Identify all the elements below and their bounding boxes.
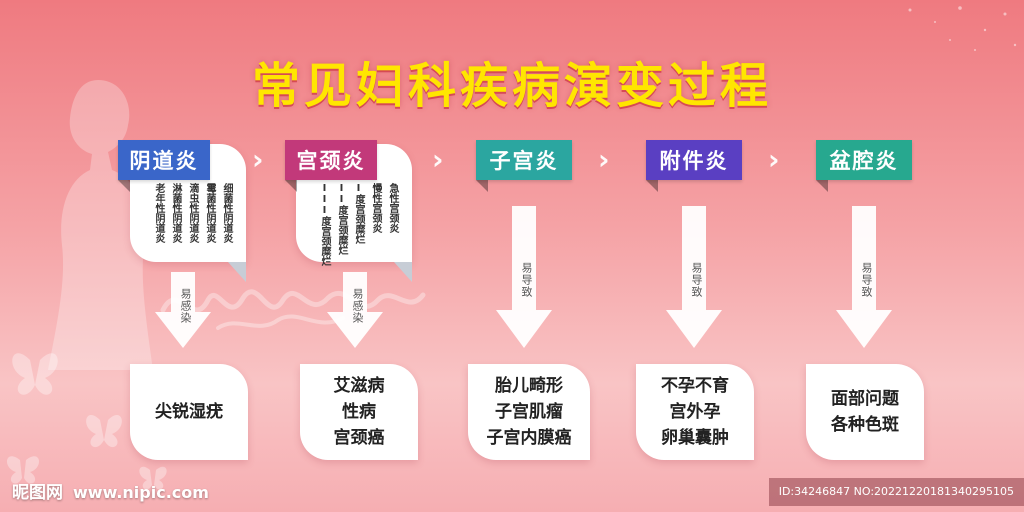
result-item: 胎儿畸形 — [495, 376, 563, 396]
subtype-item: 慢性宫颈炎 — [370, 183, 381, 233]
tag-fold — [816, 180, 828, 192]
tag-fold — [646, 180, 658, 192]
down-arrow-icon — [836, 206, 892, 348]
subtype-item: II度宫颈糜烂 — [336, 183, 347, 255]
page-title: 常见妇科疾病演变过程 — [251, 58, 772, 114]
tag-pelvic-inflammation: 盆腔炎 — [816, 140, 912, 192]
subtype-item: 老年性阴道炎 — [153, 183, 164, 243]
result-item: 宫外孕 — [669, 402, 721, 422]
result-item: 子宫肌瘤 — [495, 402, 563, 422]
result-card-endometritis: 胎儿畸形 子宫肌瘤 子宫内膜癌 — [468, 364, 590, 460]
tag-vaginitis: 阴道炎 — [118, 140, 210, 192]
butterflies-decoration — [6, 353, 167, 490]
subtype-item: 淋菌性阴道炎 — [170, 183, 181, 243]
result-item: 性病 — [342, 402, 376, 422]
card-fold-corner — [394, 262, 412, 282]
result-item: 尖锐湿疣 — [155, 402, 223, 422]
arrow-label: 易导致 — [690, 262, 703, 298]
image-id-watermark: ID:34246847 NO:20221220181340295105 — [768, 478, 1024, 506]
subtype-item: I度宫颈糜烂 — [353, 183, 364, 244]
sparkle-decoration — [908, 6, 1017, 51]
tag-fold — [285, 180, 297, 192]
result-item: 子宫内膜癌 — [486, 428, 572, 448]
tag-label: 宫颈炎 — [296, 149, 366, 173]
result-card-vaginitis: 尖锐湿疣 — [130, 364, 248, 460]
subtype-item: 急性宫颈炎 — [387, 183, 398, 233]
result-item: 面部问题 — [831, 389, 899, 409]
site-name: 昵图网 — [12, 483, 63, 503]
down-arrow-icon — [666, 206, 722, 348]
down-arrow-icon — [496, 206, 552, 348]
result-item: 各种色斑 — [831, 415, 899, 435]
vaginitis-subtype-list: 细菌性阴道炎 霉菌性阴道炎 滴虫性阴道炎 淋菌性阴道炎 老年性阴道炎 — [152, 183, 233, 243]
woman-silhouette-decoration — [48, 80, 153, 370]
tag-cervicitis: 宫颈炎 — [285, 140, 377, 192]
result-item: 不孕不育 — [661, 376, 729, 396]
subtype-item: 滴虫性阴道炎 — [187, 183, 198, 243]
result-item: 卵巢囊肿 — [661, 428, 729, 448]
down-arrow-icon — [155, 272, 211, 348]
arrow-label: 易导致 — [860, 262, 873, 298]
script-lettering-decoration — [160, 289, 426, 330]
arrow-label: 易感染 — [351, 288, 364, 324]
result-card-pelvic-inflammation: 面部问题 各种色斑 — [806, 364, 924, 460]
tag-label: 盆腔炎 — [829, 149, 899, 173]
tag-label: 子宫炎 — [489, 149, 559, 173]
result-card-cervicitis: 艾滋病 性病 宫颈癌 — [300, 364, 418, 460]
subtype-item: 细菌性阴道炎 — [221, 183, 232, 243]
result-card-adnexitis: 不孕不育 宫外孕 卵巢囊肿 — [636, 364, 754, 460]
tag-fold — [476, 180, 488, 192]
result-item: 宫颈癌 — [333, 428, 385, 448]
site-watermark: 昵图网 www.nipic.com — [12, 478, 209, 503]
arrow-label: 易导致 — [520, 262, 533, 298]
card-fold-corner — [228, 262, 246, 282]
site-url: www.nipic.com — [73, 483, 209, 502]
tag-endometritis: 子宫炎 — [476, 140, 572, 192]
chevron-right-icon: › — [598, 143, 610, 176]
arrow-label: 易感染 — [179, 288, 192, 324]
cervicitis-subtype-list: 急性宫颈炎 慢性宫颈炎 I度宫颈糜烂 II度宫颈糜烂 III度宫颈糜烂 — [318, 183, 399, 266]
down-arrow-icon — [327, 272, 383, 348]
subtype-item: III度宫颈糜烂 — [319, 183, 330, 266]
tag-fold — [118, 180, 130, 192]
chevron-right-icon: › — [768, 143, 780, 176]
chevron-right-icon: › — [432, 143, 444, 176]
tag-label: 附件炎 — [659, 149, 729, 173]
chevron-right-icon: › — [252, 143, 264, 176]
tag-adnexitis: 附件炎 — [646, 140, 742, 192]
subtype-item: 霉菌性阴道炎 — [204, 183, 215, 243]
tag-label: 阴道炎 — [129, 149, 199, 173]
result-item: 艾滋病 — [333, 376, 385, 396]
